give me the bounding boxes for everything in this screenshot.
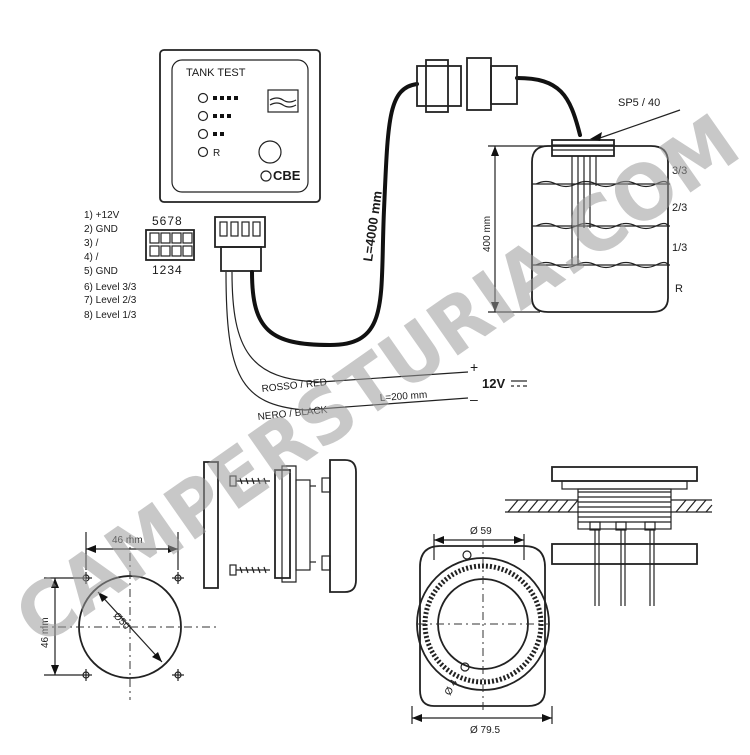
mount-hole-icon (460, 662, 470, 672)
connector-bottom-numbers: 1234 (152, 263, 183, 277)
mount-hole-icon (80, 572, 92, 584)
flange-front-view (411, 534, 553, 724)
minus-label: – (470, 391, 478, 407)
power-cable-length: L=200 mm (379, 390, 427, 404)
mount-hole-icon (80, 669, 92, 681)
main-cable (250, 76, 582, 348)
supply-label: 12V (482, 376, 505, 391)
sensor-label: SP5 / 40 (618, 97, 660, 109)
sensor-callout (590, 109, 681, 141)
brand-label: CBE (273, 168, 301, 183)
level-sensor (551, 139, 615, 265)
pinout-list: 1) +12V 2) GND 3) / 4) / 5) GND 6) Level… (84, 210, 137, 321)
width-dimension: 46 mm (112, 535, 143, 546)
plus-label: + (470, 359, 478, 375)
connector-pinout-diagram: 5678 1234 (145, 214, 195, 277)
led-level-1 (197, 128, 224, 140)
test-button (258, 140, 282, 164)
pin-1: 1) +12V (84, 210, 120, 221)
pin-5: 5) GND (84, 266, 118, 277)
pin-3: 3) / (84, 238, 99, 249)
screw-diameter: Ø 4 (443, 678, 460, 698)
connector-plug (214, 216, 266, 272)
tank-height-dimension (488, 145, 550, 313)
mount-hole-icon (172, 572, 184, 584)
level-label-2-3: 2/3 (672, 202, 687, 214)
pin-7: 7) Level 2/3 (84, 295, 137, 306)
tank-symbol-icon (267, 89, 299, 113)
mount-hole-icon (462, 550, 472, 560)
inline-connector (416, 57, 518, 113)
level-label-reserve: R (675, 283, 683, 295)
flange-section-view (505, 466, 713, 606)
screw-icon (229, 475, 270, 487)
tank-test-panel: TANK TEST R CBE (159, 49, 321, 203)
pin-2: 2) GND (84, 224, 118, 235)
pin-6: 6) Level 3/3 (84, 282, 137, 293)
tank-height-label: 400 mm (482, 216, 493, 252)
led-level-3 (197, 92, 238, 104)
side-mounting-view (203, 459, 357, 593)
mount-hole-icon (172, 669, 184, 681)
flange-bottom-diameter: Ø 79.5 (470, 725, 500, 736)
led-level-2 (197, 110, 231, 122)
power-wires (225, 271, 469, 411)
level-label-3-3: 3/3 (672, 165, 687, 177)
watermark: CAMPERSTURIA.COM (0, 97, 750, 663)
cbe-logo: CBE (260, 168, 301, 183)
level-label-1-3: 1/3 (672, 242, 687, 254)
flange-top-diameter: Ø 59 (470, 526, 492, 537)
led-reserve-label: R (213, 148, 220, 159)
screw-icon (229, 564, 270, 576)
panel-cutout-drawing (40, 532, 220, 700)
dc-symbol-icon (511, 380, 527, 387)
tank (531, 145, 670, 313)
connector-top-numbers: 5678 (152, 214, 183, 228)
pin-8: 8) Level 1/3 (84, 310, 137, 321)
led-reserve: R (197, 146, 220, 159)
panel-title: TANK TEST (186, 67, 246, 79)
height-dimension: 46 mm (40, 617, 51, 648)
pin-4: 4) / (84, 252, 99, 263)
